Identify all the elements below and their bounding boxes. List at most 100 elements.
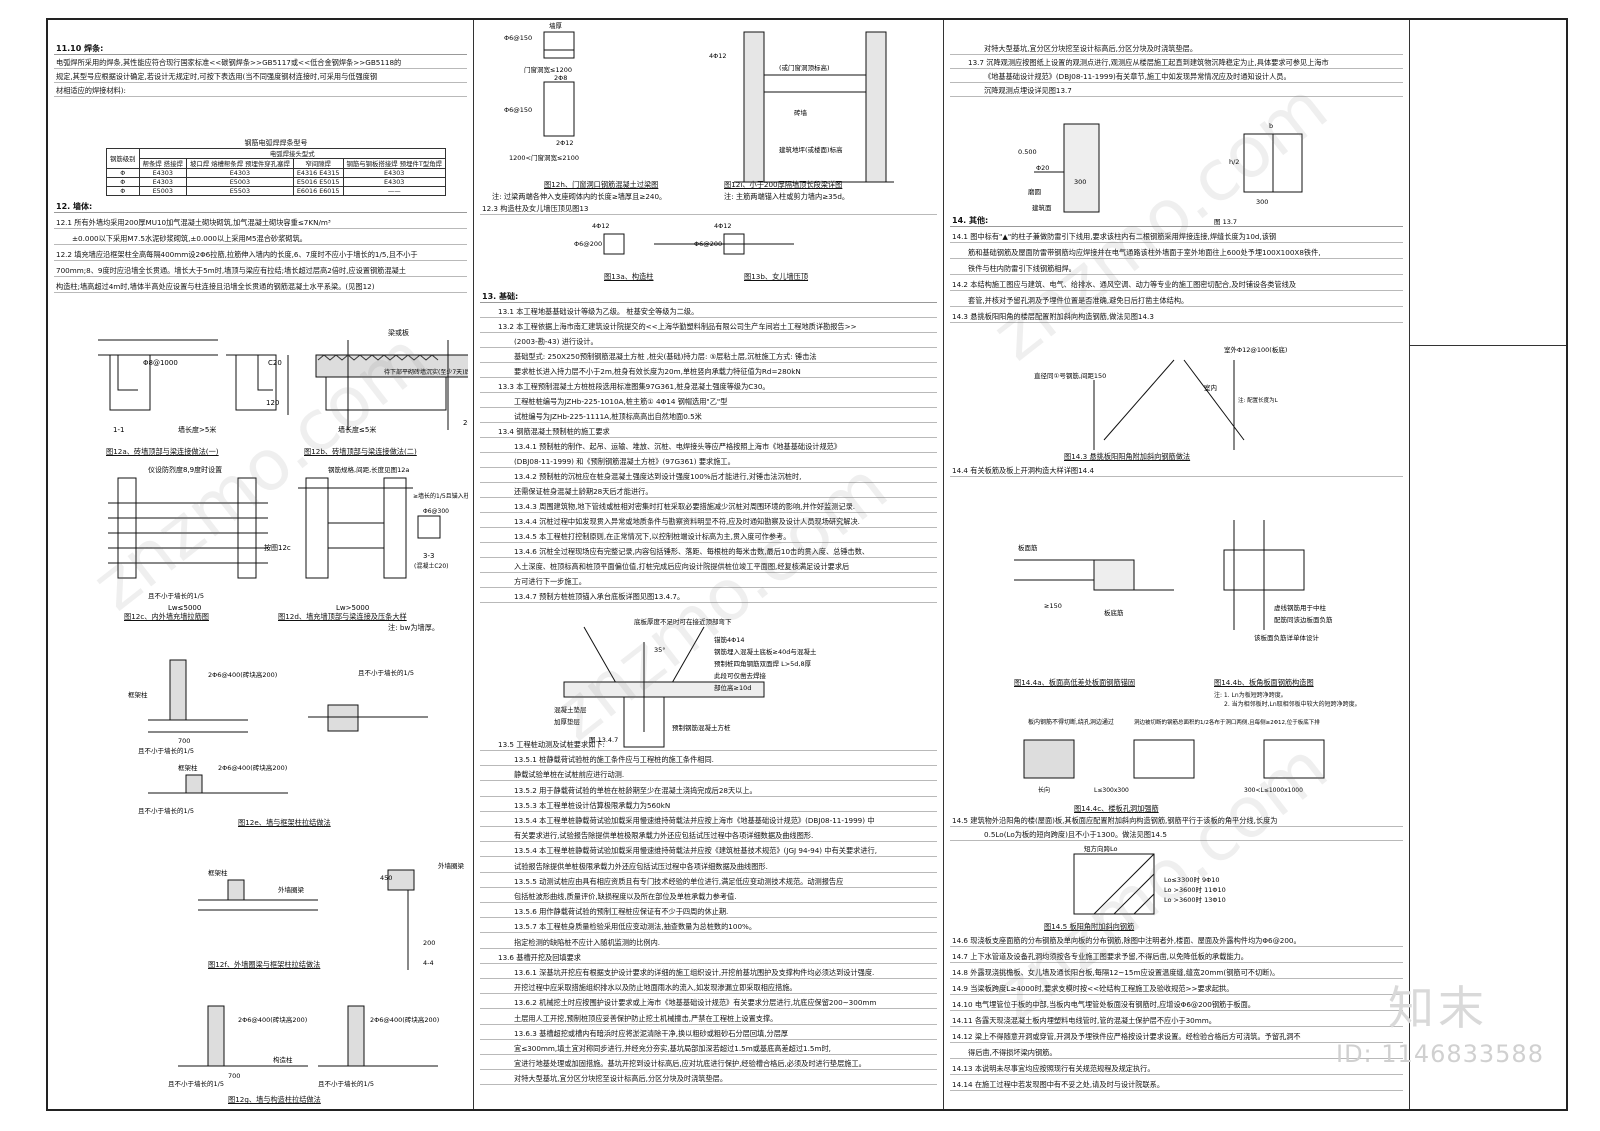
label-a5: 120: [266, 399, 279, 407]
weld-cell: E4303: [342, 168, 446, 178]
label-f4: 450: [380, 874, 392, 882]
label-s137h: h/2: [1229, 158, 1239, 166]
note-line: 基础型式: 250X250预制钢筋混凝土方桩 ,桩尖(基础)持力层: ⑤层粘土层…: [480, 352, 937, 363]
note-line: 14.8 外露现浇挑檐板、女儿墙及通长阳台板,每隔12~15m应设置温度缝,缝宽…: [950, 968, 1403, 979]
note-12i: 注: 主筋两端锚入柱或剪力墙内≥35d。: [724, 192, 850, 201]
label-f5: 200: [423, 939, 435, 947]
label-s145d: Lo >3600时 13Φ10: [1164, 895, 1226, 904]
figure-14-4ab: 板面筋 板底筋 ≥150 虚线钢筋用于中柱 配筋同该边板面负筋 该板面负筋详单体…: [1014, 520, 1333, 642]
note-line: 得后凿,不得损坏梁内钢筋。: [950, 1048, 1403, 1059]
note-line: 13.5.5 动测试桩应由具有相应资质且有专门技术经验的单位进行,满足低应变动测…: [480, 877, 937, 888]
weld-table: 钢筋电弧焊焊条型号 钢筋级别 电弧焊接头型式 帮条焊 搭接焊 坡口焊 熔槽帮条焊…: [106, 138, 446, 196]
note-line: 还需保证桩身混凝土龄期28天后才能进行。: [480, 487, 937, 498]
label-i3: 砖墙: [794, 108, 808, 117]
note-line: 指定检测的缺陷桩不应计入随机监测的比例内.: [480, 938, 937, 949]
label-p10: 图 13.4.7: [589, 736, 618, 744]
note-14-4j: 2. 当为相邻板时,Ln取相邻板中较大的短跨净跨度。: [1224, 701, 1361, 708]
label-h5: 2Φ8: [554, 74, 567, 82]
note-line: 13.4.1 预制桩的制作、起吊、运输、堆放、沉桩、电焊接头等应严格按照上海市《…: [480, 442, 937, 453]
label-g4: 700: [228, 1072, 240, 1080]
caption-14-3: 图14.3 悬挑板阳阳角附加斜向钢筋做法: [1064, 452, 1191, 461]
caption-14-5: 图14.5 板阳角附加斜向钢筋: [1044, 922, 1135, 931]
section-heading: 11.10 焊条:: [54, 44, 467, 55]
label-a1: 1-1: [113, 426, 124, 434]
note-line: 材相适应的焊接材料):: [54, 86, 467, 97]
label-d2: Lw>5000: [336, 604, 369, 612]
label-s137i: 300: [1256, 198, 1268, 206]
label-p7: 混凝土垫层: [554, 705, 587, 714]
label-s137b: Φ20: [1036, 164, 1049, 172]
note-line: 13.5.4 本工程单桩静载荷试验加载采用慢速维持荷载法并应按《建筑桩基技术规范…: [480, 846, 937, 858]
note-line: 14.5 建筑物外沿阳角的楼(屋面)板,其板面应配置附加斜向构造钢筋,钢筋平行于…: [950, 816, 1403, 827]
weld-cell: E5016 E5015: [292, 177, 344, 187]
note-line: 14.10 电气埋管位于板的中部,当板内电气埋管处板面没有钢筋时,应增设Φ6@2…: [950, 1000, 1403, 1011]
note-line: 包括桩波形曲线,质量评价,缺损程度以及所在部位及单桩承载力参考值.: [480, 892, 937, 903]
label-s137a: 0.500: [1018, 148, 1037, 156]
note-line: 13.5.1 桩静载荷试验桩的施工条件应与工程桩的施工条件相同.: [480, 755, 937, 767]
label-p5: 此段可仅凿去焊接: [714, 671, 767, 680]
column-3: 对特大型基坑,宜分区分块挖至设计标高后,分区分块及时浇筑垫层。13.7 沉降观测…: [944, 20, 1410, 1109]
note-line: ±0.000以下采用M7.5水泥砂浆砌筑,±0.000以上采用M5混合砂浆砌筑。: [54, 234, 467, 245]
note-line: 电弧焊所采用的焊条,其性能应符合现行国家标准<<碳钢焊条>>GB5117或<<低…: [54, 58, 467, 69]
note-line: 开挖过程中应采取措施组织排水以及防止地面雨水的流入,如发现渗漏立即采取相应措施。: [480, 983, 937, 995]
weld-cell: E6016 E6015: [292, 186, 344, 196]
weld-row: Φ E4303 E5003 E5016 E5015 E4303: [106, 177, 446, 187]
note-line: 13.5.3 本工程单桩设计估算极限承载力为560kN: [480, 801, 937, 812]
weld-th: 钢筋与钢板搭接焊 预埋件T型角焊: [342, 158, 446, 169]
label-h2b: Φ6@150: [504, 106, 532, 114]
label-a3: C20: [268, 359, 282, 367]
note-line: 14.4 有关板筋及板上开洞构造大样详图14.4: [950, 466, 1403, 477]
note-line: 14.12 梁上不得随意开洞或穿管,开洞及予埋铁件应严格按设计要求设置。经检验合…: [950, 1032, 1403, 1043]
note-line: 套管,并核对予留孔洞及予埋件位置是否准确,避免日后打凿主体结构。: [950, 296, 1403, 307]
note-line: 13.4.5 本工程桩打控制原则,在正常情况下,以控制桩端设计标高为主,贯入度可…: [480, 532, 937, 543]
label-s143a: 室外Φ12@100(板底): [1224, 345, 1287, 354]
label-s143c: 室内: [1204, 383, 1217, 392]
note-line: 13.4.3 周围建筑物,地下管线或桩相对密集时打桩采取必要措施减少沉桩对周围环…: [480, 502, 937, 513]
label-ner2: Φ6@200: [694, 240, 722, 248]
label-c2: 且不小于墙长的1/5: [148, 591, 204, 600]
note-line: 14.9 当梁板跨度L≥4000时,要求支模时按<<砼结构工程施工及验收规范>>…: [950, 984, 1403, 995]
label-d4: Φ6@300: [423, 508, 449, 515]
note-line: 要求桩长进入持力层不小于2m,桩身有效长度为20m,单桩竖向承载力特征值为Rd=…: [480, 367, 937, 378]
note-line: 14.7 上下水管道及设备孔洞均须按各专业施工图要求予留,不得后凿,以免降低板的…: [950, 952, 1403, 963]
drawing-sheet: 11.10 焊条: 电弧焊所采用的焊条,其性能应符合现行国家标准<<碳钢焊条>>G…: [46, 18, 1568, 1111]
figure-12g: 2Φ6@400(砖块高200) 2Φ6@400(砖块高200) 构造柱 且不小于…: [168, 1005, 439, 1088]
label-d5: 3-3: [423, 552, 434, 560]
note-line: 13.3 本工程预制混凝土方桩桩段选用标准图集97G361,桩身混凝土强度等级为…: [480, 382, 937, 393]
brand-id: ID: 1146833588: [1336, 1040, 1544, 1068]
note-line: 工程桩桩编号为JZHb-225-1010A,桩主筋① 4Φ14 钢帽选用"乙"型: [480, 397, 937, 408]
caption-12g: 图12g、墙与构造柱拉结做法: [228, 1095, 321, 1104]
note-line: (2003-勘-43) 进行设计。: [480, 337, 937, 348]
label-p4: 预制桩四角钢筋双面焊 L>5d,8厚: [714, 659, 812, 668]
note-line: 13.6.1 深基坑开挖应有根据支护设计要求的详细的施工组织设计,开挖前基坑围护…: [480, 968, 937, 979]
label-c3: Lw≤5000: [168, 604, 201, 612]
figure-12e: 2Φ6@400(砖块高200) 框架柱 且不小于墙长的1/5 700 且不小于墙…: [128, 659, 428, 815]
label-c4: 按图12c: [264, 543, 291, 552]
caption-14-4a: 图14.4a、板面高低差处板面钢筋锚固: [1014, 678, 1136, 687]
note-line: 铁件与柱内防雷引下线钢筋相焊。: [950, 264, 1403, 275]
weld-th: 坡口焊 熔槽帮条焊 预埋件穿孔塞焊: [185, 158, 294, 169]
note-line: 700mm;8、9度时应沿墙全长贯通。墙长大于5m时,墙顶与梁应有拉结;墙长超过…: [54, 266, 467, 277]
caption-12h: 图12h、门窗洞口钢筋混凝土过梁图: [544, 180, 659, 189]
label-s143b: 直径同①号钢筋,间距150: [1034, 371, 1106, 380]
note-line: 13.5.2 用于静载荷试验的单桩在桩龄期至少在混凝土浇捣完成后28天以上。: [480, 786, 937, 797]
weld-cell: E5003: [138, 186, 187, 196]
weld-table-subtitle: 电弧焊接头型式: [138, 148, 446, 159]
weld-cell: Φ: [106, 186, 140, 196]
note-line: 筋和基础钢筋及屋面防雷带钢筋均应焊接并在电气通路该柱外墙面于室外地面往上600处…: [950, 248, 1403, 259]
label-g1b: 2Φ6@400(砖块高200): [370, 1015, 439, 1024]
label-f3: 4-4: [423, 959, 434, 967]
label-a2: 墙长度>5米: [178, 425, 216, 434]
label-f2: 框架柱: [208, 868, 228, 877]
title-block: [1410, 20, 1566, 1109]
weld-cell: Φ: [106, 177, 140, 187]
note-line: 13.1 本工程地基基础设计等级为乙级。 桩基安全等级为二级。: [480, 307, 937, 318]
note-line: 14.14 在施工过程中若发现图中有不妥之处,请及时与设计院联系。: [950, 1080, 1403, 1091]
label-s145a: 短方向跨Lo: [1084, 844, 1118, 853]
note-line: 14.11 各露天现浇混凝土板内埋塑料电线管时,管的混凝土保护层不应小于30mm…: [950, 1016, 1403, 1027]
label-d6: (混凝土C20): [414, 562, 449, 570]
note-line: 试验报告除提供单桩极限承载力外还应包括试压过程中各项详细数据及曲线图形.: [480, 862, 937, 873]
note-line: 13.4 钢筋混凝土预制桩的施工要求: [480, 427, 937, 438]
label-e3: 且不小于墙长的1/5: [138, 746, 194, 755]
weld-row: Φ E4303 E4303 E4316 E4315 E4303: [106, 168, 446, 178]
